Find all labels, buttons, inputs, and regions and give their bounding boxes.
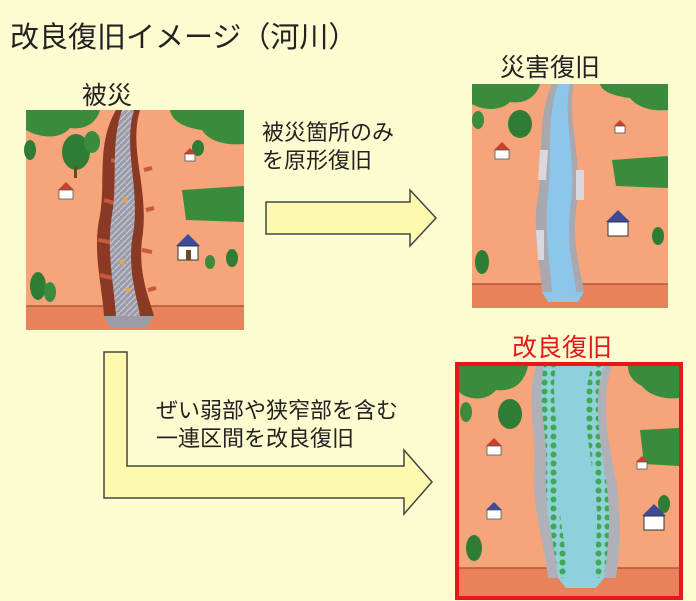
restoration-note: 被災箇所のみ を原形復旧 xyxy=(262,120,394,176)
damaged-river-illustration xyxy=(24,110,244,330)
improvement-river-illustration xyxy=(459,366,679,596)
improvement-note: ぜい弱部や狭窄部を含む 一連区間を改良復旧 xyxy=(156,398,398,454)
restoration-note-line: を原形復旧 xyxy=(262,149,373,174)
page-title: 改良復旧イメージ（河川） xyxy=(10,20,358,54)
restoration-label: 災害復旧 xyxy=(500,53,601,82)
improvement-highlight-frame xyxy=(455,362,683,600)
improvement-label: 改良復旧 xyxy=(512,333,613,362)
improvement-note-line: ぜい弱部や狭窄部を含む xyxy=(156,399,399,424)
improvement-note-line: 一連区間を改良復旧 xyxy=(156,427,355,452)
restoration-river-illustration xyxy=(472,84,668,308)
damaged-label: 被災 xyxy=(82,81,133,110)
restoration-arrow xyxy=(265,188,438,248)
restoration-note-line: 被災箇所のみ xyxy=(262,121,395,146)
improvement-arrow xyxy=(103,351,433,516)
